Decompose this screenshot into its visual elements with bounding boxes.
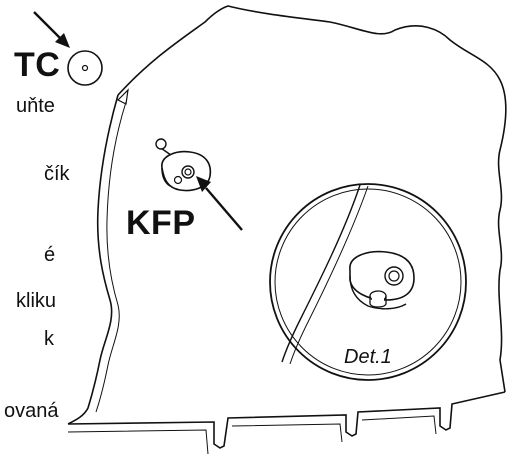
bottom-flange bbox=[67, 391, 506, 449]
bottom-flange-lower bbox=[67, 415, 437, 455]
body-inner-edge bbox=[95, 101, 127, 413]
body-outline bbox=[67, 5, 507, 425]
detail-label: Det.1 bbox=[344, 346, 392, 368]
text-fragment: é bbox=[44, 244, 56, 266]
tc-label: TC bbox=[14, 46, 61, 84]
text-fragment: k bbox=[44, 328, 54, 350]
text-fragment: ovaná bbox=[4, 400, 59, 422]
tc-washer bbox=[67, 50, 103, 86]
text-fragment: uňte bbox=[16, 95, 55, 117]
text-fragment: čík bbox=[44, 163, 70, 185]
kfp-arrow bbox=[196, 176, 243, 231]
tc-arrow bbox=[33, 11, 70, 48]
kfp-label: KFP bbox=[126, 204, 196, 242]
detail-circle bbox=[269, 183, 467, 381]
side-pin bbox=[116, 88, 129, 105]
text-fragment: kliku bbox=[16, 290, 57, 312]
